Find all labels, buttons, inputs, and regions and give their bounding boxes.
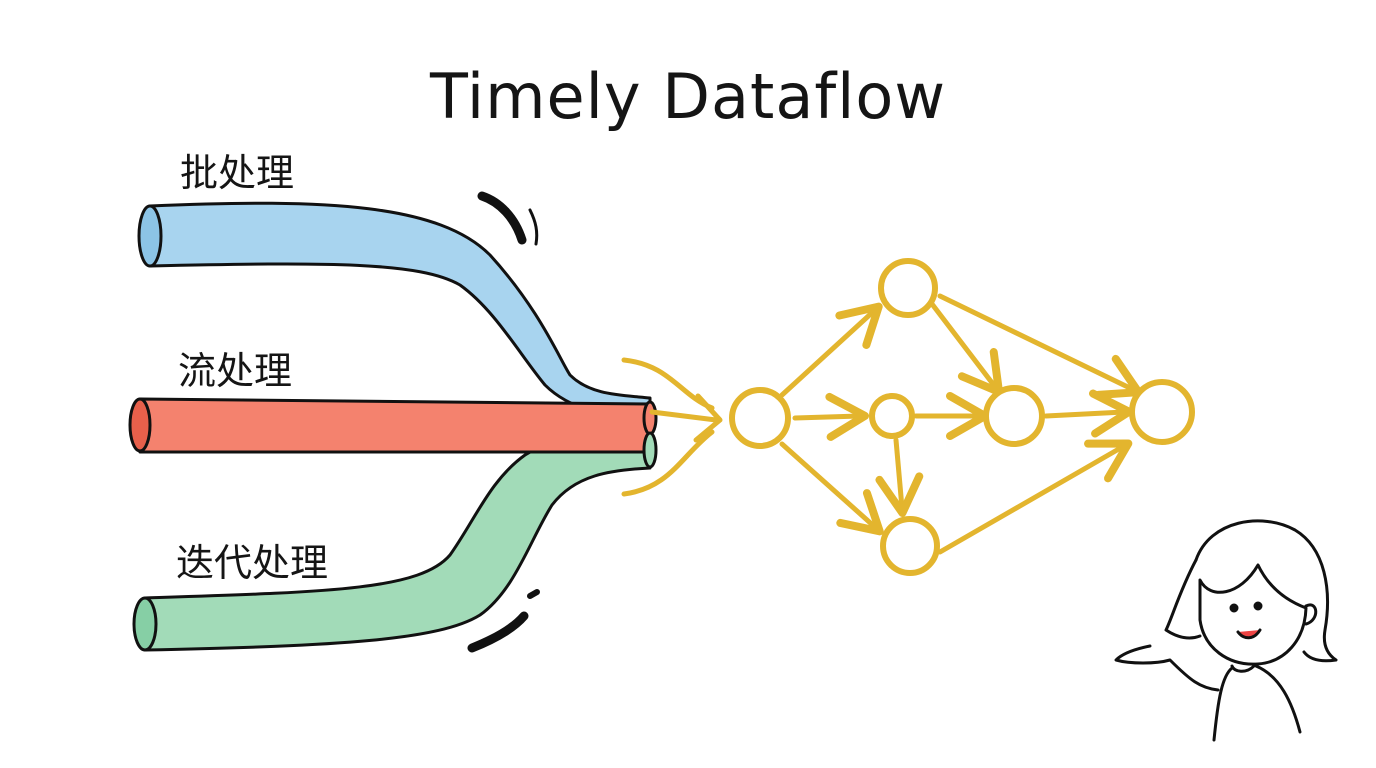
motion-marks <box>467 191 540 653</box>
label-batch: 批处理 <box>180 151 295 195</box>
graph-nodes <box>729 258 1195 576</box>
batch-pipe <box>137 201 652 422</box>
convergence-arrows <box>621 357 723 497</box>
edge-right-sink <box>1043 389 1133 438</box>
edge-source-bottom <box>779 441 884 536</box>
graph-node-source <box>729 387 791 449</box>
presenter-character <box>1114 519 1338 742</box>
edge-source-top <box>779 302 883 398</box>
edge-top-right <box>929 301 1004 396</box>
graph-node-top <box>878 258 938 318</box>
graph-node-center <box>869 393 915 439</box>
graph-node-sink <box>1129 379 1195 445</box>
stream-pipe <box>128 397 658 469</box>
graph-node-bottom <box>880 516 940 576</box>
diagram-title: Timely Dataflow <box>429 60 947 133</box>
edge-bottom-sink <box>937 439 1133 555</box>
edge-top-sink <box>937 293 1143 399</box>
edge-center-bottom <box>875 437 924 517</box>
graph-edges <box>779 293 1143 555</box>
edge-source-center <box>792 392 869 441</box>
graph-node-right <box>983 385 1045 447</box>
label-stream: 流处理 <box>178 349 293 393</box>
label-iterative: 迭代处理 <box>176 541 329 585</box>
